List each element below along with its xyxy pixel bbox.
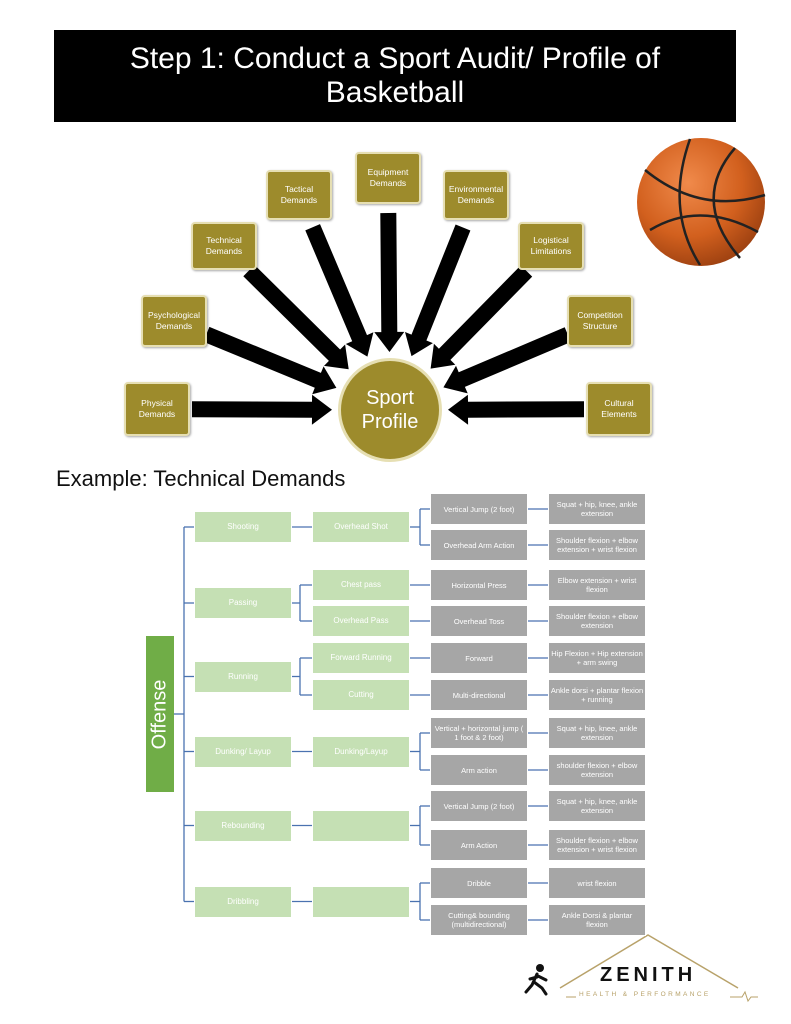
muscle-box: Squat + hip, knee, ankle extension [548, 717, 646, 749]
action-box: Arm action [430, 754, 528, 786]
sub-skill-box: Overhead Pass [312, 605, 410, 637]
action-box: Overhead Arm Action [430, 529, 528, 561]
muscle-box: wrist flexion [548, 867, 646, 899]
wheel-box-cultural: Cultural Elements [586, 382, 652, 436]
wheel-box-logistical: Logistical Limitations [518, 222, 584, 270]
muscle-box: Shoulder flexion + elbow extension + wri… [548, 529, 646, 561]
arrow-tactical [305, 224, 374, 357]
offense-label: Offense [146, 636, 174, 792]
sport-profile-circle: Sport Profile [338, 358, 442, 462]
skill-box: Rebounding [194, 809, 292, 842]
muscle-box: shoulder flexion + elbow extension [548, 754, 646, 786]
sub-skill-box: Forward Running [312, 642, 410, 674]
action-box: Vertical + horizontal jump ( 1 foot & 2 … [430, 717, 528, 749]
arrow-competition [443, 327, 571, 394]
arrow-logistical [430, 265, 533, 369]
logo-name: ZENITH [600, 964, 697, 986]
wheel-box-equipment: Equipment Demands [355, 152, 421, 204]
muscle-box: Squat + hip, knee, ankle extension [548, 493, 646, 525]
basketball-icon [637, 138, 766, 266]
muscle-box: Shoulder flexion + elbow extension [548, 605, 646, 637]
skill-box: Dribbling [194, 885, 292, 918]
page-header: Step 1: Conduct a Sport Audit/ Profile o… [54, 30, 736, 122]
muscle-box: Ankle Dorsi & plantar flexion [548, 904, 646, 936]
sub-skill-box: Dunking/Layup [312, 735, 410, 768]
muscle-box: Squat + hip, knee, ankle extension [548, 790, 646, 822]
action-box: Vertical Jump (2 foot) [430, 790, 528, 822]
sub-skill-box: Overhead Shot [312, 511, 410, 543]
wheel-box-environmental: Environmental Demands [443, 170, 509, 220]
muscle-box: Ankle dorsi + plantar flexion + running [548, 679, 646, 711]
arrow-cultural [448, 394, 584, 425]
action-box: Overhead Toss [430, 605, 528, 637]
action-box: Forward [430, 642, 528, 674]
wheel-box-physical: Physical Demands [124, 382, 190, 436]
muscle-box: Shoulder flexion + elbow extension + wri… [548, 829, 646, 861]
sub-skill-box [312, 885, 410, 918]
arrow-physical [192, 394, 332, 425]
skill-box: Passing [194, 587, 292, 619]
arrow-environmental [405, 224, 471, 357]
muscle-box: Elbow extension + wrist flexion [548, 569, 646, 601]
arrow-psychological [203, 326, 337, 395]
logo-roof [559, 934, 758, 1003]
action-box: Vertical Jump (2 foot) [430, 493, 528, 525]
arrow-equipment [374, 212, 405, 352]
tree-connectors [174, 508, 548, 921]
wheel-box-psychological: Psychological Demands [141, 295, 207, 347]
logo-tagline: HEALTH & PERFORMANCE [579, 991, 711, 998]
action-box: Arm Action [430, 829, 528, 861]
sub-skill-box: Cutting [312, 679, 410, 711]
page-title: Step 1: Conduct a Sport Audit/ Profile o… [129, 42, 661, 109]
action-box: Dribble [430, 867, 528, 899]
wheel-arrows [192, 212, 584, 425]
action-box: Horizontal Press [430, 569, 528, 601]
action-box: Cutting& bounding (multidirectional) [430, 904, 528, 936]
offense-text: Offense [148, 679, 171, 749]
muscle-box: Hip Flexion + Hip extension + arm swing [548, 642, 646, 674]
runner-icon [524, 964, 548, 996]
arrow-technical [243, 264, 349, 370]
wheel-box-tactical: Tactical Demands [266, 170, 332, 220]
example-title: Example: Technical Demands [56, 466, 346, 491]
sub-skill-box: Chest pass [312, 569, 410, 601]
action-box: Multi-directional [430, 679, 528, 711]
wheel-box-competition: Competition Structure [567, 295, 633, 347]
skill-box: Shooting [194, 511, 292, 543]
wheel-box-technical: Technical Demands [191, 222, 257, 270]
skill-box: Running [194, 660, 292, 693]
sub-skill-box [312, 809, 410, 842]
skill-box: Dunking/ Layup [194, 735, 292, 768]
